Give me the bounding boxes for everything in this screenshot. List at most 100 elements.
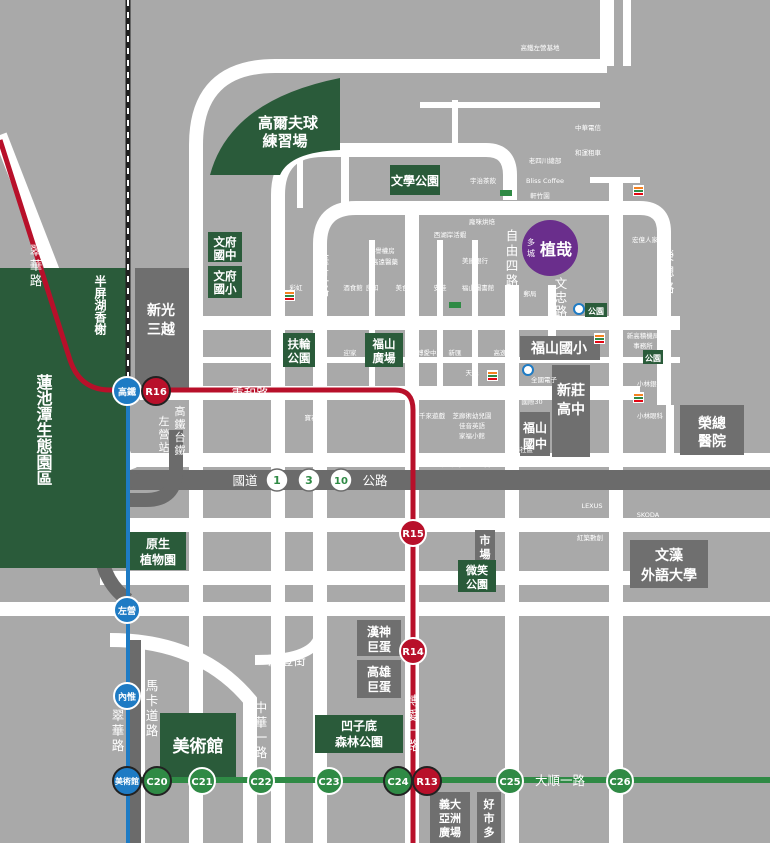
rongzong-2: 醫院 <box>698 433 726 450</box>
station-c25[interactable]: C25 <box>496 767 524 795</box>
poi-yuzhi: 宇治茶飲 <box>470 176 497 185</box>
yuansheng-2: 植物園 <box>139 552 176 567</box>
station-r15[interactable]: R15 <box>399 519 427 547</box>
cuihua-s-2: 華 <box>112 723 125 738</box>
station-c21-label: C21 <box>191 777 212 788</box>
lotus-pond: 蓮池潭生態園區 <box>34 373 53 486</box>
yuansheng-block <box>130 532 186 570</box>
boai4-road-3: 四 <box>406 248 419 263</box>
poi-laosichuan: 老四川總部 <box>529 156 562 165</box>
banping-1: 半屏湖香榭 <box>93 274 107 336</box>
station-r14[interactable]: R14 <box>399 637 427 665</box>
poi-jiaxin: 佳音英語 <box>459 421 486 430</box>
yida-3: 廣場 <box>439 825 461 839</box>
zhiwai-highlight: 多 城 植哉 <box>522 220 578 276</box>
station-zuoying[interactable]: 左營 <box>113 596 141 624</box>
qingfeng-st: 慶豐街 <box>268 653 306 668</box>
station-r16[interactable]: R16 <box>141 376 171 406</box>
madao-2: 卡 <box>146 693 159 708</box>
station-c24[interactable]: C24 <box>383 766 413 796</box>
poi-temaoli: 特力屋 <box>638 521 658 530</box>
station-neiwei[interactable]: 內惟 <box>113 682 141 710</box>
station-c20[interactable]: C20 <box>142 766 172 796</box>
wendong-1: 文 <box>555 276 568 291</box>
familymart-icon <box>449 302 461 308</box>
road-inner-loop <box>313 201 671 843</box>
wenxue-road-2: 學 <box>272 208 285 223</box>
poi-yongtai: 永泰社區 <box>507 445 534 454</box>
station-r14-label: R14 <box>402 647 424 658</box>
yida-2: 亞洲 <box>439 812 461 825</box>
cuihua-n-3: 路 <box>30 273 43 288</box>
station-museum-label: 美術館 <box>115 776 139 786</box>
minzu1-road-4: 路 <box>610 288 623 303</box>
fulun-2: 公園 <box>288 351 311 365</box>
rongzong-road-2: 總 <box>662 264 675 279</box>
yida-block <box>430 792 470 843</box>
market-1: 市 <box>480 533 491 547</box>
park-small-label2: 公園 <box>588 307 604 316</box>
zuoying-st-3: 站 <box>159 440 170 454</box>
wenxue-road-1: 文 <box>272 193 285 208</box>
market-2: 場 <box>480 547 491 561</box>
station-c23[interactable]: C23 <box>315 767 343 795</box>
wenxue-road-3: 路 <box>272 223 285 238</box>
poi-hongyuan: 宏億人家 <box>632 235 659 244</box>
weixiao-block <box>458 560 496 592</box>
landmark-labels: 高爾夫球 練習場 文學公園 文府 國中 文府 國小 新光 三越 半屏湖香榭 蓮池… <box>34 114 727 839</box>
hanshin-1: 漢神 <box>367 624 391 639</box>
station-c22[interactable]: C22 <box>247 767 275 795</box>
hanshin-2: 巨蛋 <box>367 640 391 654</box>
hwy-1: 1 <box>273 474 281 487</box>
poi-guoxiang: 國際30 <box>521 397 542 406</box>
minzu1-road-3: 一 <box>610 273 623 288</box>
poi-yingjia: 迎家 <box>344 348 358 357</box>
station-museum[interactable]: 美術館 <box>112 766 142 796</box>
museum-block <box>160 713 236 777</box>
zhiwai-circle <box>522 220 578 276</box>
station-r13-label: R13 <box>416 777 438 788</box>
wenfu-mid-2: 國中 <box>214 248 237 262</box>
hsr-st-1: 高 <box>175 404 186 418</box>
station-c21[interactable]: C21 <box>188 767 216 795</box>
wenzao-2: 外語大學 <box>641 567 697 584</box>
hsr-st-3: 台 <box>175 430 186 444</box>
station-c26[interactable]: C26 <box>606 767 634 795</box>
poi-hotai: 和運租車 <box>575 148 602 157</box>
seven-eleven-icon <box>487 370 498 381</box>
station-c25-label: C25 <box>499 777 520 788</box>
costco-1: 好 <box>483 797 495 811</box>
station-hsr[interactable]: 高鐵 <box>112 376 142 406</box>
zuoying-st-1: 左 <box>159 415 170 428</box>
stations[interactable]: 高鐵 R16 R15 R14 左營 內惟 美術館 C20 C21 C22 C23… <box>112 376 634 796</box>
boai1-4: 路 <box>407 738 420 753</box>
zhiwai-name: 植哉 <box>539 240 572 259</box>
dazhong2-road: 大中二路 <box>441 454 492 469</box>
wenzao-1: 文藻 <box>655 547 684 564</box>
fushan-plaza-2: 廣場 <box>373 351 396 365</box>
boai4-road-4: 路 <box>406 263 419 278</box>
minzu1-s-2: 族 <box>611 668 624 683</box>
station-r13[interactable]: R13 <box>412 766 442 796</box>
station-hsr-label: 高鐵 <box>118 386 136 398</box>
aozidi-1: 凹子底 <box>341 718 377 733</box>
ziyou1-1: 自 <box>505 653 518 668</box>
dashun1-road: 大順一路 <box>535 773 586 788</box>
station-zuoying-label: 左營 <box>117 605 136 617</box>
cuihua-s-3: 路 <box>112 738 125 753</box>
cuihua-n-1: 翠 <box>30 243 43 258</box>
huaxia-road-1: 華 <box>317 253 330 268</box>
madao-3: 道 <box>146 708 159 723</box>
poi-shiwu: 事務所 <box>633 341 653 350</box>
hwy-shield-3 <box>329 468 353 492</box>
wenxue-park-block <box>390 165 440 195</box>
poi-quanxing: 全國電子 <box>531 375 558 384</box>
poi-qianlaiyou: 千來遊戲 <box>419 411 446 420</box>
zhonghua1-1: 中 <box>255 700 268 715</box>
xinzhuang-high: 新莊 <box>557 382 585 399</box>
market-block <box>475 530 495 564</box>
mengzi-road: 孟子路 <box>231 518 269 533</box>
wenfu-elem-1: 文府 <box>214 269 237 283</box>
golf-label-2: 練習場 <box>262 132 307 150</box>
